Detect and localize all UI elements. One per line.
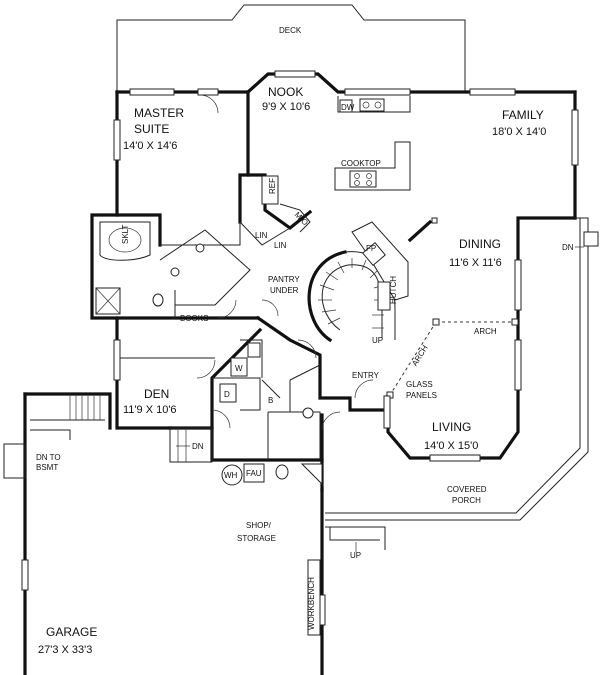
den-stair-down-label: DN — [192, 442, 204, 451]
powder-sink-icon — [302, 407, 314, 419]
skylight-label: SKLT — [121, 224, 130, 244]
sink-icon-2 — [195, 243, 205, 253]
cooktop-label: COOKTOP — [341, 159, 381, 168]
covered-porch-name-2: PORCH — [452, 496, 481, 505]
laundry: W D B — [219, 342, 281, 405]
workbench-label: WORKBENCH — [307, 577, 316, 630]
sink-icon-1 — [170, 267, 180, 277]
shop-name-2: STORAGE — [237, 534, 276, 543]
dining-name: DINING — [459, 237, 501, 251]
dishwasher-label: DW — [341, 103, 355, 112]
powder-room — [275, 407, 323, 486]
den-size: 11'9 X 10'6 — [123, 404, 177, 416]
dining-size: 11'6 X 11'6 — [449, 257, 502, 269]
garage-stair: DN TO BSMT — [3, 394, 105, 479]
room-labels: NOOK 9'9 X 10'6 FAMILY 18'0 X 14'0 MASTE… — [38, 85, 546, 656]
nook-size: 9'9 X 10'6 — [262, 101, 310, 113]
covered-porch: UP DN — [325, 217, 599, 560]
water-heater — [221, 464, 243, 486]
deck: DECK — [116, 4, 466, 92]
master-name-2: SUITE — [134, 122, 169, 136]
living-name: LIVING — [432, 420, 471, 434]
dryer-label: D — [224, 390, 230, 399]
furnace-label: FAU — [246, 469, 262, 478]
den-name: DEN — [144, 387, 169, 401]
water-heater-label: WH — [224, 471, 238, 480]
interior-walls — [115, 90, 321, 460]
refrigerator — [261, 175, 279, 205]
cooktop-icon — [349, 170, 377, 188]
nook-name: NOOK — [268, 85, 303, 99]
stair-up-label: UP — [372, 336, 383, 345]
washer — [230, 357, 248, 377]
books-label: BOOKS — [180, 314, 208, 323]
toilet-icon — [152, 293, 164, 307]
pantry-label-2: UNDER — [270, 286, 299, 295]
den-stair: DN — [169, 427, 213, 463]
sink-icon — [359, 98, 385, 112]
basement-stair-label-2: BSMT — [36, 463, 58, 472]
powder-toilet-icon — [275, 464, 289, 480]
basement-stair-label-1: DN TO — [36, 453, 61, 462]
master-size: 14'0 X 14'6 — [123, 140, 177, 152]
deck-stair-down-label: DN — [562, 243, 574, 252]
fireplace-label: FP — [366, 244, 376, 253]
windows — [21, 70, 579, 626]
covered-porch-name: COVERED — [447, 485, 487, 494]
kitchen: DW COOKTOP REF M/O — [261, 96, 411, 233]
central-stair: UP FP HUTCH — [307, 217, 438, 345]
washer-label: W — [235, 364, 243, 373]
spa-tub — [99, 221, 151, 261]
living-size: 14'0 X 15'0 — [424, 440, 478, 452]
deck-label: DECK — [279, 26, 302, 35]
door-swings — [196, 94, 374, 431]
workbench: WORKBENCH — [307, 559, 321, 636]
master-name: MASTER — [134, 106, 184, 120]
linen-closets: LIN LIN — [255, 231, 287, 250]
garage-size: 27'3 X 33'3 — [38, 644, 92, 656]
master-bath: SKLT BOOKS — [95, 221, 208, 323]
garage-name: GARAGE — [46, 625, 97, 639]
pantry-label: PANTRY — [268, 275, 300, 284]
broom-closet-label: B — [268, 396, 273, 405]
furnace — [243, 463, 265, 483]
powder-shower — [300, 463, 323, 486]
glass-panels-label-1: GLASS — [406, 380, 433, 389]
refrigerator-label: REF — [268, 178, 277, 194]
entry-label: ENTRY — [352, 371, 380, 380]
arch-label-1: ARCH — [474, 327, 497, 336]
porch-stair-up-label: UP — [350, 551, 361, 560]
family-name: FAMILY — [502, 108, 544, 122]
dryer — [219, 383, 237, 403]
shop-name: SHOP/ — [246, 521, 272, 530]
utility: WH FAU — [221, 463, 265, 486]
family-size: 18'0 X 14'0 — [492, 126, 546, 138]
arch-label-2: ARCH — [410, 343, 430, 367]
hutch-label: HUTCH — [389, 276, 398, 304]
linen-label-2: LIN — [274, 241, 287, 250]
linen-label-1: LIN — [255, 231, 268, 240]
glass-panels-label-2: PANELS — [406, 391, 437, 400]
